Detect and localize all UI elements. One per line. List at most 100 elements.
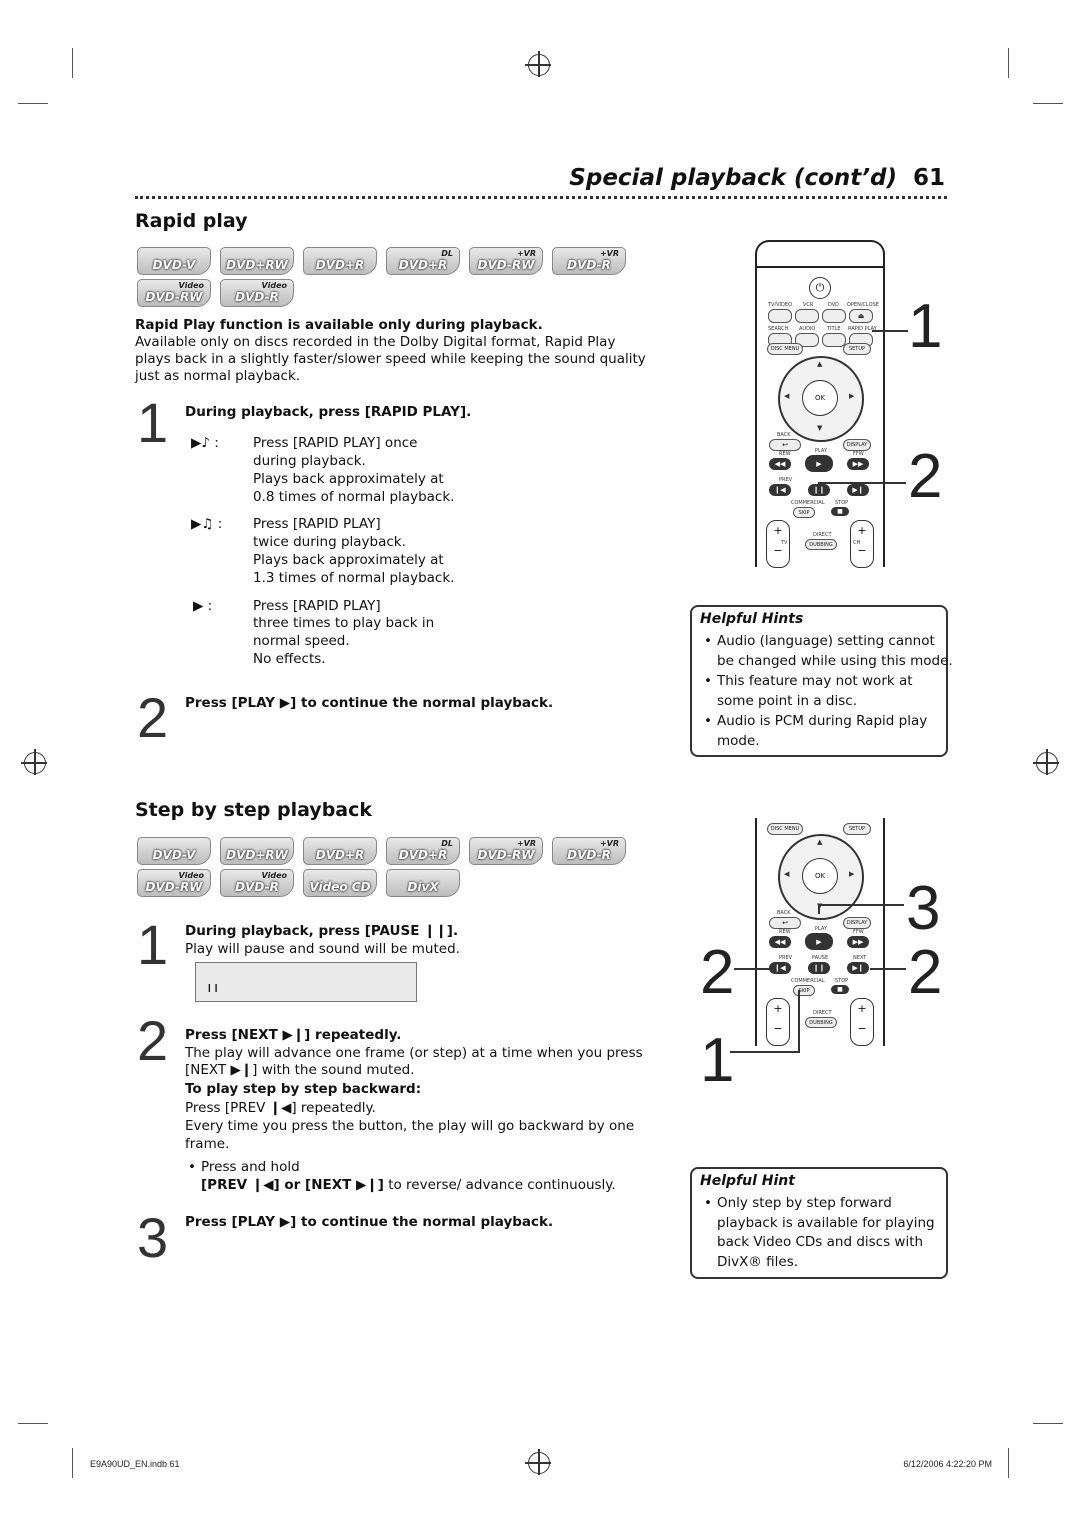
crop-mark [72,1448,73,1478]
open-close-button[interactable]: ⏏ [849,309,873,323]
callout-line [818,482,906,484]
ok-button[interactable]: OK [802,380,838,416]
hint-item: mode. [717,733,760,749]
hints-title: Helpful Hints [700,611,804,627]
vcr-button[interactable] [795,309,819,323]
disc-menu-button[interactable]: DISC MENU [767,823,803,835]
hint-item: be changed while using this mode. [717,653,953,669]
hint-item: This feature may not work at [717,673,913,689]
ch-rocker[interactable]: +− [850,520,874,568]
vol-rocker[interactable]: +− [766,520,790,568]
callout-line [870,968,906,970]
rew-button[interactable]: ◀◀ [769,936,791,948]
prev-button[interactable]: ❙◀ [769,484,791,496]
remote-label: OPEN/CLOSE [847,302,879,308]
crop-mark [1008,48,1009,78]
dpad-ring[interactable] [778,356,864,442]
registration-mark-icon [525,1449,551,1475]
stop-button[interactable]: ■ [831,985,849,994]
back-button[interactable]: ↩ [769,917,801,929]
step-text: The play will advance one frame (or step… [185,1045,643,1061]
next-button[interactable]: ▶❙ [847,484,869,496]
next-button[interactable]: ▶❙ [847,962,869,974]
dubbing-button[interactable]: DUBBING [805,539,837,550]
callout-number: 1 [700,1026,735,1095]
remote-label: PREV [779,955,793,961]
skip-button[interactable]: SKIP [793,507,815,518]
remote-label: TV/VIDEO [768,302,792,308]
title-button[interactable] [822,333,846,347]
option-line: Press [RAPID PLAY] once [253,435,418,451]
play-button[interactable]: ▶ [805,933,833,950]
crop-mark [18,1423,48,1424]
option-line: twice during playback. [253,534,406,550]
remote-label: SEARCH [768,326,789,332]
display-button[interactable]: DISPLAY [843,439,871,451]
dvd-button[interactable] [822,309,846,323]
step-number: 2 [137,686,169,749]
callout-number: 2 [908,442,943,511]
rapid-intro-bold: Rapid Play function is available only du… [135,317,543,333]
disc-badge: DVD-V [137,837,211,865]
arrow-right-icon[interactable]: ▶ [849,870,855,878]
step-title: During playback, press [PAUSE ❙❙]. [185,923,459,939]
option-line: Plays back approximately at [253,471,444,487]
crop-mark [1008,1448,1009,1478]
rapid-intro-line: just as normal playback. [135,368,301,384]
option-symbol: ▶ : [193,598,213,614]
arrow-down-icon[interactable]: ▼ [817,424,823,432]
step-number: 2 [137,1009,169,1072]
tv-video-button[interactable] [768,309,792,323]
ffw-button[interactable]: ▶▶ [847,936,869,948]
arrow-up-icon[interactable]: ▲ [817,838,823,846]
step-number: 1 [137,913,169,976]
audio-button[interactable] [795,333,819,347]
crop-mark [1033,1423,1063,1424]
setup-button[interactable]: SETUP [843,343,871,355]
callout-line [734,968,770,970]
step-number: 3 [137,1206,169,1269]
disc-badge: DVD-V [137,247,211,275]
hint-item: Audio (language) setting cannot [717,633,935,649]
arrow-left-icon[interactable]: ◀ [784,870,790,878]
callout-line [798,990,800,1052]
rew-button[interactable]: ◀◀ [769,458,791,470]
arrow-right-icon[interactable]: ▶ [849,392,855,400]
ffw-button[interactable]: ▶▶ [847,458,869,470]
arrow-up-icon[interactable]: ▲ [817,360,823,368]
callout-number: 2 [908,938,943,1007]
dubbing-button[interactable]: DUBBING [805,1017,837,1028]
vol-rocker[interactable]: +− [766,998,790,1046]
crop-mark [72,48,73,78]
arrow-left-icon[interactable]: ◀ [784,392,790,400]
display-button[interactable]: DISPLAY [843,917,871,929]
pause-button[interactable]: ❙❙ [808,484,830,496]
remote-label: REW [779,929,791,935]
ch-rocker[interactable]: +− [850,998,874,1046]
power-icon[interactable]: ⏻ [809,277,831,299]
disc-menu-button[interactable]: DISC MENU [767,343,803,355]
remote-illustration-1: ⏻ TV/VIDEO VCR DVD OPEN/CLOSE ⏏ SEARCH A… [755,240,885,568]
stop-button[interactable]: ■ [831,507,849,516]
pause-icon: ❙❙ [206,983,220,992]
pause-button[interactable]: ❙❙ [808,962,830,974]
step-text: [NEXT ▶❙] with the sound muted. [185,1062,415,1078]
play-button[interactable]: ▶ [805,455,833,472]
back-button[interactable]: ↩ [769,439,801,451]
rapid-intro-line: plays back in a slightly faster/slower s… [135,351,646,367]
remote-label: STOP [835,978,849,984]
ok-button[interactable]: OK [802,858,838,894]
rapid-play-heading: Rapid play [135,210,248,232]
callout-number: 1 [908,292,943,361]
skip-button[interactable]: SKIP [793,985,815,996]
setup-button[interactable]: SETUP [843,823,871,835]
remote-label: COMMERCIAL [791,500,825,506]
remote-label: PLAY [815,448,828,454]
prev-button[interactable]: ❙◀ [769,962,791,974]
disc-badge: DVD+R [303,247,377,275]
